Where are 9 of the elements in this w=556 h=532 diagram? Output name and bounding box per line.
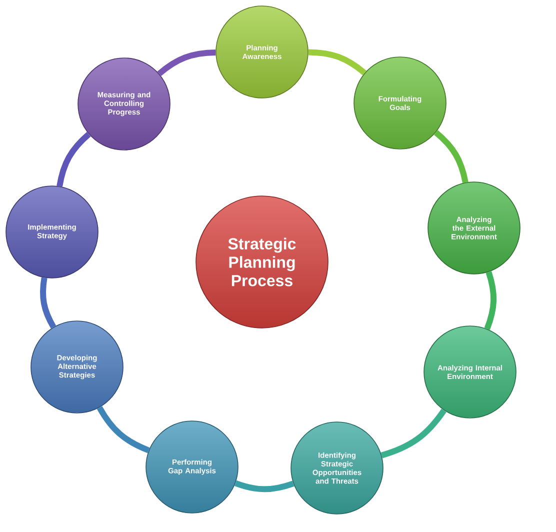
- ring-connector: [434, 130, 468, 183]
- ring-connector: [308, 49, 366, 76]
- ring-connector: [40, 277, 56, 328]
- ring-connector: [380, 408, 446, 458]
- ring-connector: [96, 406, 150, 454]
- ring-connector: [234, 480, 294, 492]
- ring-connector: [157, 50, 216, 76]
- ring-connector: [484, 271, 497, 330]
- ring-connector: [56, 132, 91, 187]
